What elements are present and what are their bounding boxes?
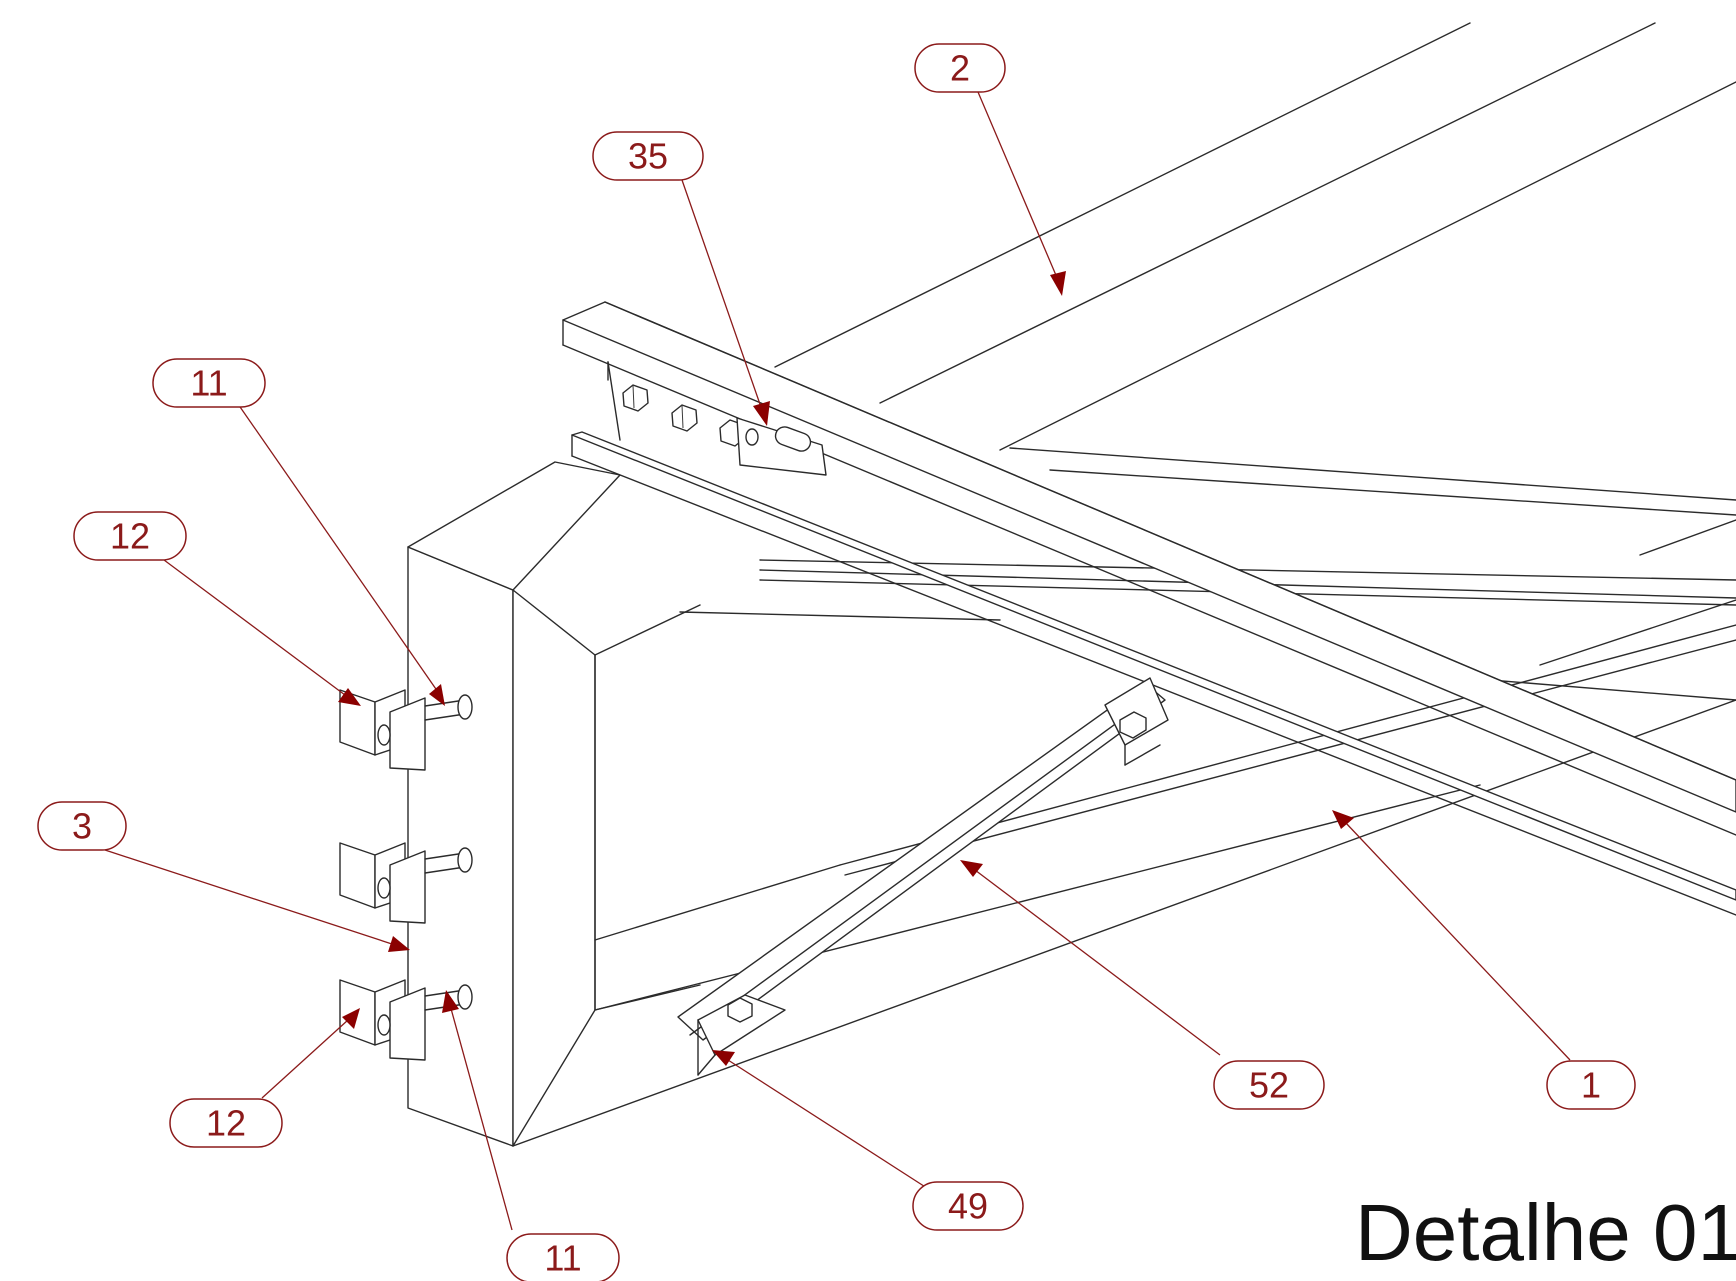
callout-label: 11 [544, 1238, 581, 1279]
housing-box [407, 461, 1736, 1147]
callout-bubble-11-bottom: 11 [506, 1233, 620, 1281]
callout-label: 35 [628, 136, 668, 177]
callout-bubble-12-top: 12 [73, 511, 187, 561]
callout-bubble-11-top: 11 [152, 358, 266, 408]
slotted-plate [736, 417, 827, 476]
hex-bolt-icon [622, 384, 649, 412]
hinge-assemblies [339, 689, 473, 1061]
callout-label: 12 [206, 1103, 246, 1144]
callout-label: 2 [950, 48, 970, 89]
pin-head-icon [457, 847, 473, 873]
callout-bubble-52: 52 [1213, 1060, 1325, 1110]
hex-bolt-icon [727, 997, 753, 1023]
hinge-middle [339, 842, 473, 924]
callout-label: 12 [110, 516, 150, 557]
callout-leaders [104, 91, 1571, 1231]
callout-label: 1 [1581, 1065, 1601, 1106]
pin-head-icon [457, 984, 473, 1010]
callout-bubble-49: 49 [912, 1181, 1024, 1231]
cross-beam [562, 301, 1736, 916]
callout-bubble-2: 2 [914, 43, 1006, 93]
callout-label: 11 [190, 363, 227, 404]
callout-bubble-1: 1 [1546, 1060, 1636, 1110]
callout-label: 49 [948, 1186, 988, 1227]
callout-bubble-12-bottom: 12 [169, 1098, 283, 1148]
callout-label: 3 [72, 806, 92, 847]
beam-bolts [622, 384, 827, 476]
hinge-bottom [339, 979, 473, 1061]
hex-bolt-icon [1119, 711, 1147, 739]
hex-bolt-icon [671, 404, 698, 432]
pin-head-icon [457, 694, 473, 720]
hinge-top [339, 689, 473, 771]
diagonal-brace [677, 677, 1169, 1076]
callout-bubble-35: 35 [592, 131, 704, 181]
drawing-title: Detalhe 01 [1355, 1188, 1736, 1277]
callout-bubble-3: 3 [37, 801, 127, 851]
callout-label: 52 [1249, 1065, 1289, 1106]
long-rail [774, 22, 1736, 451]
